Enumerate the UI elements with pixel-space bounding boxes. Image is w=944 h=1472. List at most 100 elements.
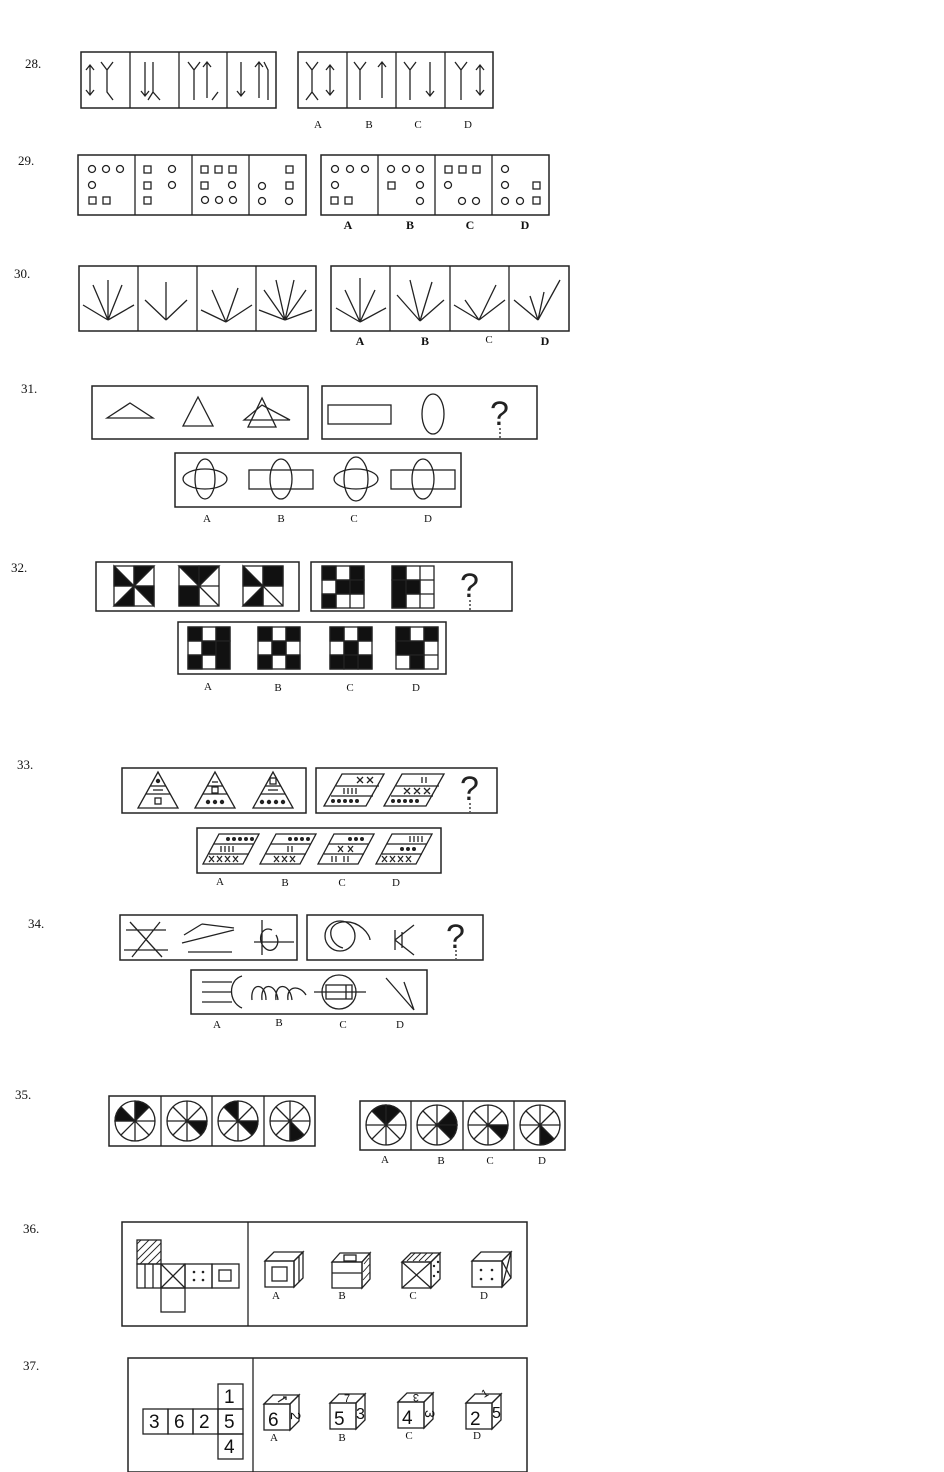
q33-option-c[interactable]: C [338,877,346,889]
q37-option-c[interactable]: C [405,1430,413,1442]
q31-option-a[interactable]: A [203,513,211,525]
q36-option-d[interactable]: D [480,1290,488,1302]
q35-option-a[interactable]: A [381,1154,389,1166]
q37-net-face-5: 1 [224,1387,235,1408]
q35-option-b[interactable]: B [437,1155,445,1167]
q31-option-d[interactable]: D [424,513,432,525]
q33-options-panel [196,827,442,874]
q37-cube-b-side: 3 [356,1406,365,1423]
q37-cube-d-side: 5 [492,1405,501,1422]
q32-stem-panel [95,561,300,612]
q32-option-a[interactable]: A [204,681,212,693]
q28-option-b[interactable]: B [365,119,373,131]
q32-options-panel [177,621,447,675]
q29-option-b[interactable]: B [405,218,414,232]
q34-option-c[interactable]: C [339,1019,347,1031]
q37-cube-b-top: 7 [344,1393,350,1405]
q30-option-b[interactable]: B [420,334,429,348]
q34-option-a[interactable]: A [213,1019,221,1031]
q30-options-panel [330,265,570,332]
q28-option-a[interactable]: A [314,119,322,131]
question-number-30: 30. [14,266,31,281]
q28-option-c[interactable]: C [414,119,422,131]
q37-net: 3 6 2 5 1 4 [142,1383,244,1460]
q36-net [136,1239,240,1313]
q36-cube-a [263,1250,305,1289]
q37-cube-d: 2 5 1 [464,1387,503,1431]
q30-option-c[interactable]: C [485,334,493,346]
q37-net-face-1: 3 [149,1412,160,1433]
q29-stem-panel [77,154,307,216]
question-number-35: 35. [15,1087,32,1102]
q33-option-d[interactable]: D [392,877,400,889]
q36-cube-c [400,1251,442,1290]
q30-option-d[interactable]: D [540,334,550,348]
q34-options-panel [190,969,428,1015]
question-number-31: 31. [21,381,38,396]
q35-options-panel [359,1100,566,1151]
q29-option-a[interactable]: A [343,218,353,232]
q34-stem-panel [119,914,298,961]
q29-options-panel [320,154,550,216]
q37-cube-a-front: 6 [268,1410,279,1431]
q34-option-d[interactable]: D [396,1019,404,1031]
q37-net-face-2: 6 [174,1412,185,1433]
q33-stem-panel [121,767,307,814]
q33-option-b[interactable]: B [281,877,289,889]
q37-option-a[interactable]: A [270,1432,278,1444]
q30-stem-panel [78,265,317,332]
q28-stem-panel [80,51,277,109]
q37-cube-c-side: 3 [422,1410,438,1418]
q37-cube-b-front: 5 [334,1409,345,1430]
q37-cube-c-front: 4 [402,1408,413,1429]
q33-question-panel: ? [315,767,498,814]
q28-options-panel [297,51,494,109]
q34-option-b[interactable]: B [275,1017,283,1029]
q31-question-panel: ? [321,385,538,440]
q29-option-d[interactable]: D [520,218,530,232]
q28-option-d[interactable]: D [464,119,472,131]
q33-unknown: ? [460,770,479,808]
q37-cube-c: 4 3 3 [396,1391,438,1430]
q37-cube-d-front: 2 [470,1409,481,1430]
q33-option-a[interactable]: A [216,876,224,888]
q35-option-c[interactable]: C [486,1155,494,1167]
q34-unknown: ? [446,918,465,956]
q37-net-face-4: 5 [224,1412,235,1433]
q31-stem-panel [91,385,309,440]
q31-unknown: ? [490,395,509,433]
question-number-29: 29. [18,153,35,168]
q37-cube-c-top: 3 [413,1391,419,1403]
question-number-37: 37. [23,1358,40,1373]
q36-cube-d [470,1250,513,1289]
q37-option-d[interactable]: D [473,1430,481,1442]
q36-option-a[interactable]: A [272,1290,280,1302]
q32-unknown: ? [460,567,479,605]
q37-cube-b: 5 3 7 [328,1392,367,1431]
q31-options-panel [174,452,462,508]
q37-cube-a: 6 2 [262,1393,304,1432]
q31-option-c[interactable]: C [350,513,358,525]
q32-option-d[interactable]: D [412,682,420,694]
q36-option-c[interactable]: C [409,1290,417,1302]
q29-option-c[interactable]: C [465,218,475,232]
q37-cube-d-top: 1 [480,1387,491,1400]
q37-option-b[interactable]: B [338,1432,346,1444]
q36-frame [121,1221,528,1327]
q36-cube-b [330,1251,372,1290]
q36-option-b[interactable]: B [338,1290,346,1302]
q31-option-b[interactable]: B [277,513,285,525]
q37-cube-a-side: 2 [288,1412,304,1420]
q30-option-a[interactable]: A [355,334,365,348]
q32-option-b[interactable]: B [274,682,282,694]
q35-option-d[interactable]: D [538,1155,546,1167]
q32-option-c[interactable]: C [346,682,354,694]
